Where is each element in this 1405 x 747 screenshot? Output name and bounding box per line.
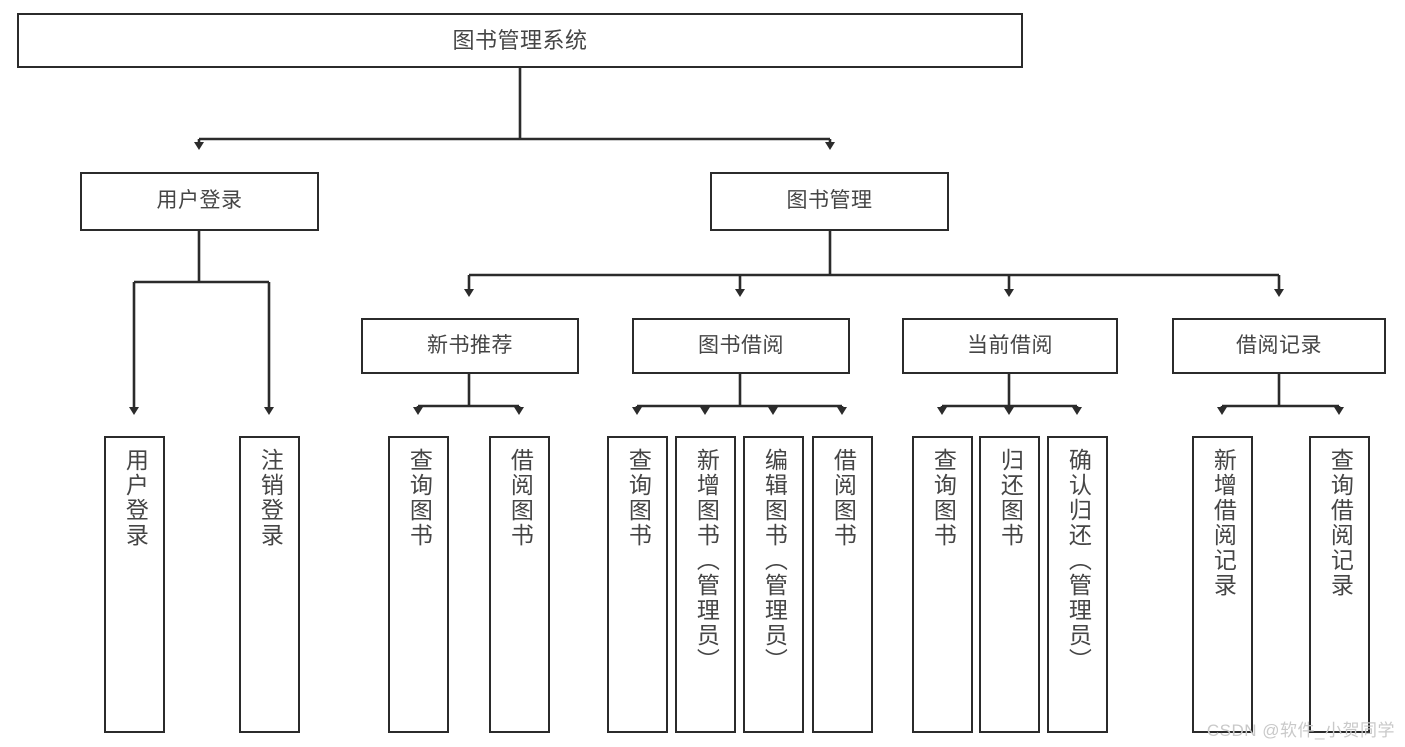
leaf-new-book-2[interactable]: 借阅图书 bbox=[489, 436, 550, 733]
leaf-book-borrow-2[interactable]: 新增图书（管理员） bbox=[675, 436, 736, 733]
leaf-borrow-record-1[interactable]: 新增借阅记录 bbox=[1192, 436, 1253, 733]
node-user-login-label: 用户登录 bbox=[156, 189, 243, 213]
node-user-login[interactable]: 用户登录 bbox=[80, 172, 319, 231]
node-root-system[interactable]: 图书管理系统 bbox=[17, 13, 1023, 68]
node-current-borrow[interactable]: 当前借阅 bbox=[902, 318, 1118, 374]
leaf-borrow-record-2-label: 查询借阅记录 bbox=[1327, 448, 1354, 598]
leaf-book-borrow-3-label: 编辑图书（管理员） bbox=[761, 448, 788, 673]
leaf-new-book-1-label: 查询图书 bbox=[406, 448, 433, 548]
node-book-borrow[interactable]: 图书借阅 bbox=[632, 318, 850, 374]
leaf-current-borrow-3[interactable]: 确认归还（管理员） bbox=[1047, 436, 1108, 733]
node-borrow-record[interactable]: 借阅记录 bbox=[1172, 318, 1386, 374]
leaf-book-borrow-2-label: 新增图书（管理员） bbox=[693, 448, 720, 673]
node-root-system-label: 图书管理系统 bbox=[452, 27, 588, 53]
leaf-user-login-1[interactable]: 用户登录 bbox=[104, 436, 165, 733]
leaf-user-login-2[interactable]: 注销登录 bbox=[239, 436, 300, 733]
leaf-current-borrow-1[interactable]: 查询图书 bbox=[912, 436, 973, 733]
leaf-book-borrow-1[interactable]: 查询图书 bbox=[607, 436, 668, 733]
leaf-book-borrow-3[interactable]: 编辑图书（管理员） bbox=[743, 436, 804, 733]
watermark-text: CSDN @软件_小贺同学 bbox=[1206, 721, 1395, 740]
leaf-current-borrow-1-label: 查询图书 bbox=[930, 448, 957, 548]
leaf-new-book-2-label: 借阅图书 bbox=[507, 448, 534, 548]
leaf-book-borrow-4-label: 借阅图书 bbox=[830, 448, 857, 548]
leaf-book-borrow-1-label: 查询图书 bbox=[625, 448, 652, 548]
leaf-current-borrow-2-label: 归还图书 bbox=[997, 448, 1024, 548]
node-new-book-recommend[interactable]: 新书推荐 bbox=[361, 318, 579, 374]
node-book-borrow-label: 图书借阅 bbox=[698, 333, 784, 357]
leaf-user-login-1-label: 用户登录 bbox=[122, 448, 149, 548]
leaf-new-book-1[interactable]: 查询图书 bbox=[388, 436, 449, 733]
leaf-user-login-2-label: 注销登录 bbox=[257, 448, 284, 548]
node-new-book-recommend-label: 新书推荐 bbox=[427, 333, 513, 357]
node-borrow-record-label: 借阅记录 bbox=[1236, 333, 1322, 357]
leaf-current-borrow-3-label: 确认归还（管理员） bbox=[1065, 448, 1092, 673]
node-book-management[interactable]: 图书管理 bbox=[710, 172, 949, 231]
leaf-borrow-record-2[interactable]: 查询借阅记录 bbox=[1309, 436, 1370, 733]
leaf-book-borrow-4[interactable]: 借阅图书 bbox=[812, 436, 873, 733]
leaf-current-borrow-2[interactable]: 归还图书 bbox=[979, 436, 1040, 733]
leaf-borrow-record-1-label: 新增借阅记录 bbox=[1210, 448, 1237, 598]
node-current-borrow-label: 当前借阅 bbox=[967, 333, 1053, 357]
node-book-management-label: 图书管理 bbox=[786, 189, 873, 213]
